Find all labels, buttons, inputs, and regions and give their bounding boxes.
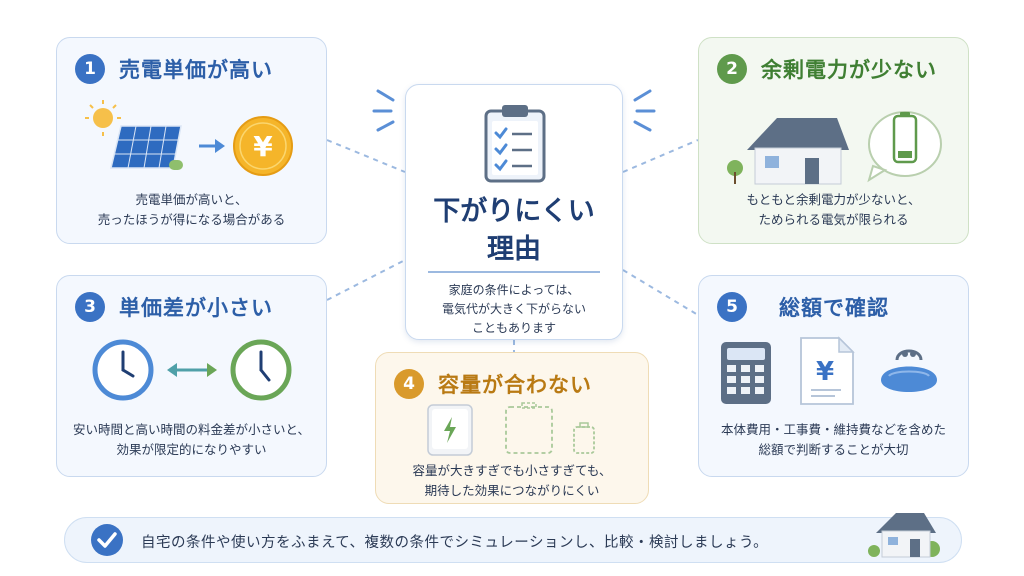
- footer-text: 自宅の条件や使い方をふまえて、複数の条件でシミュレーションし、比較・検討しましょ…: [141, 535, 769, 551]
- card-number: 5: [717, 292, 747, 322]
- check-circle-icon: [91, 524, 123, 556]
- yen-coin-icon: ¥: [233, 116, 293, 176]
- card-small-price-gap: 3 単価差が小さい 安い時間と高い時間の料金差が小さいと、 効果が限定的になりや…: [56, 275, 327, 477]
- card-number: 4: [394, 369, 424, 399]
- center-description: 家庭の条件によっては、 電気代が大きく下がらない こともあります: [441, 283, 586, 335]
- card-desc-line: 総額で判断することが大切: [758, 442, 909, 457]
- card-desc-line: もともと余剰電力が少ないと、: [746, 192, 921, 207]
- card-total-cost: 5 総額で確認 ¥ 本体費用・工事費・維持費などを含めた: [698, 275, 969, 477]
- card-low-surplus: 2 余剰電力が少ない もともと余剰電力が少ないと、 ためられる電気が限られる: [698, 37, 969, 244]
- card-title: 売電単価が高い: [119, 58, 273, 82]
- wallet-icon: [881, 349, 937, 392]
- card-title: 余剰電力が少ない: [761, 58, 937, 82]
- calculator-icon: [721, 342, 771, 404]
- battery-unit-icon: [427, 402, 595, 456]
- card-number: 3: [75, 292, 105, 322]
- card-capacity-mismatch: 4 容量が合わない 容量が大きすぎでも小さすぎても、 期待した効果につながりにく…: [375, 352, 649, 504]
- card-high-selling-price: 1 売電単価が高い ¥ 売電単価が高いと: [56, 37, 327, 244]
- solar-panel-icon: [85, 100, 183, 170]
- clipboard-checklist-icon: [484, 105, 546, 183]
- card-desc-line: 売ったほうが得になる場合がある: [97, 212, 286, 227]
- center-title: 下がりにくい 理由: [433, 196, 595, 265]
- clock-green-icon: [230, 339, 292, 401]
- card-desc-line: 安い時間と高い時間の料金差が小さいと、: [72, 422, 310, 437]
- card-title: 単価差が小さい: [119, 296, 273, 320]
- emphasis-marks: [372, 89, 656, 132]
- yen-symbol: ¥: [816, 357, 834, 387]
- card-desc-line: 容量が大きすぎでも小さすぎても、: [412, 463, 612, 478]
- card-desc-line: 効果が限定的になりやすい: [116, 442, 267, 457]
- card-title: 総額で確認: [779, 296, 889, 320]
- card-desc-line: 期待した効果につながりにくい: [424, 483, 600, 498]
- battery-low-icon: [867, 111, 942, 183]
- card-title: 容量が合わない: [438, 373, 592, 397]
- clock-blue-icon: [92, 339, 154, 401]
- yen-symbol: ¥: [253, 130, 273, 163]
- center-card: 下がりにくい 理由 家庭の条件によっては、 電気代が大きく下がらない こともあり…: [405, 84, 623, 340]
- double-arrow-icon: [167, 363, 217, 377]
- house-icon: [727, 118, 849, 185]
- card-desc-line: 売電単価が高いと、: [135, 192, 248, 207]
- card-number: 1: [75, 54, 105, 84]
- card-number: 2: [717, 54, 747, 84]
- card-desc-line: ためられる電気が限られる: [758, 212, 909, 227]
- house-footer-icon: [868, 513, 940, 558]
- card-desc-line: 本体費用・工事費・維持費などを含めた: [720, 422, 946, 437]
- arrow-right-icon: [199, 139, 225, 153]
- footer-banner: 自宅の条件や使い方をふまえて、複数の条件でシミュレーションし、比較・検討しましょ…: [64, 517, 962, 563]
- center-divider: [428, 271, 600, 273]
- invoice-icon: ¥: [800, 336, 855, 405]
